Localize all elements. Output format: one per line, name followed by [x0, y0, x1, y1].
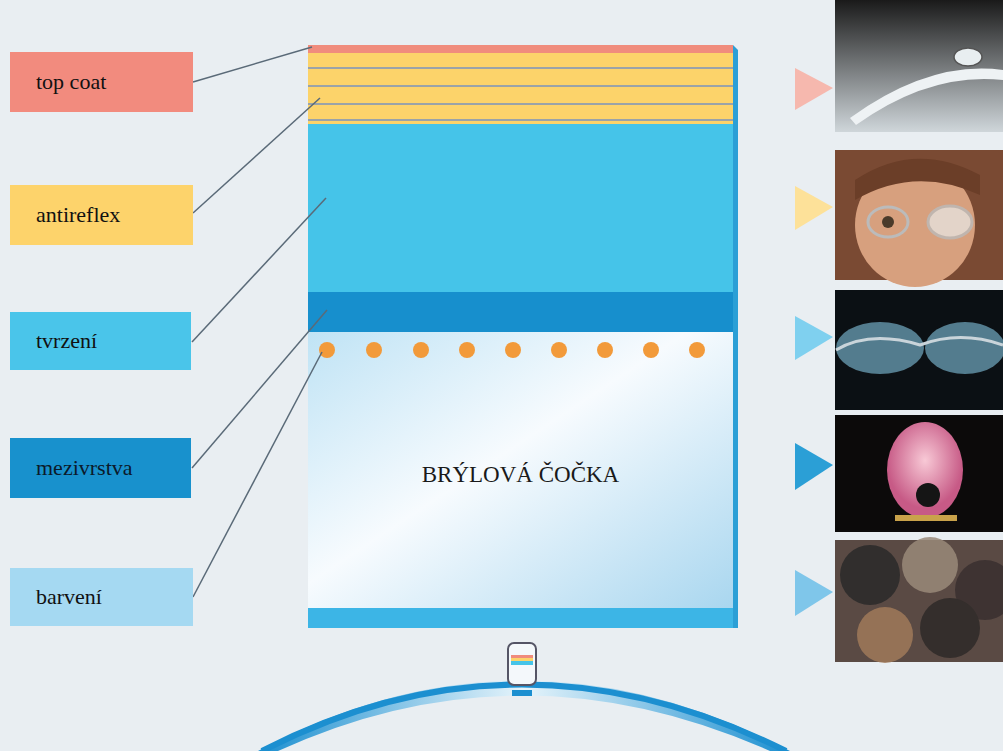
label-text: tvrzení	[36, 328, 97, 354]
layer-label: tvrzení	[10, 312, 191, 370]
layer-label: top coat	[10, 52, 193, 112]
label-text: antireflex	[36, 202, 120, 228]
label-text: BRÝLOVÁ ČOČKA	[414, 460, 627, 490]
layer-label: mezivrstva	[10, 438, 191, 498]
label-text: barvení	[36, 584, 102, 610]
layer-label: antireflex	[10, 185, 193, 245]
layer-label: barvení	[10, 568, 193, 626]
label-text: top coat	[36, 69, 106, 95]
label-text: mezivrstva	[36, 455, 133, 481]
lens-body: BRÝLOVÁ ČOČKA	[308, 380, 733, 570]
